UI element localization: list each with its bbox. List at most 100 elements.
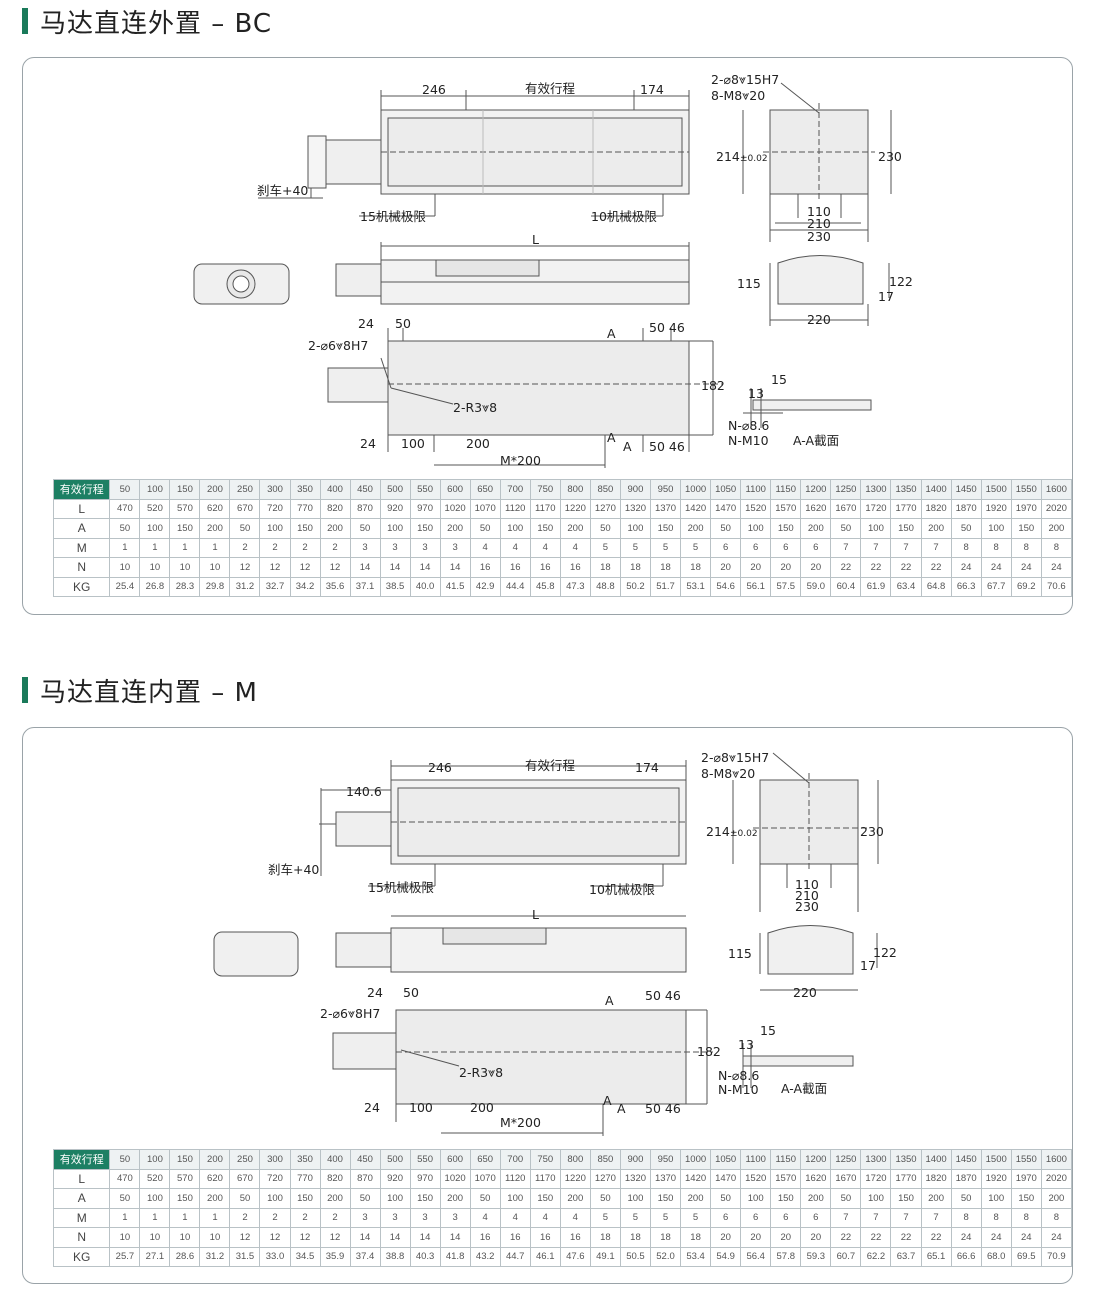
table-cell: 150 (169, 1149, 201, 1170)
dim-tol: ±0.02 (730, 829, 758, 839)
table-cell: 12 (259, 557, 291, 578)
table-cell: 51.7 (649, 576, 682, 597)
table-cell: 200 (199, 1188, 231, 1209)
limit-15: 15机械极限 (368, 880, 434, 895)
table-cell: 3 (349, 1207, 381, 1228)
table-cell: 950 (649, 479, 682, 500)
table-cell: 50 (469, 1188, 501, 1209)
table-cell: 50 (109, 1188, 141, 1209)
table-cell: 1500 (980, 1149, 1012, 1170)
table-cell: 200 (439, 518, 471, 539)
dim-stroke: 有效行程 (525, 758, 576, 773)
dim-5046: 50 46 (645, 988, 681, 1003)
table-cell: 24 (950, 557, 982, 578)
table-cell: 1150 (770, 479, 802, 500)
table-cell: 1870 (950, 1168, 982, 1189)
n-m10: N-M10 (728, 433, 769, 448)
table-cell: 50 (229, 518, 261, 539)
table-cell: 200 (920, 518, 952, 539)
table-cell: 24 (1010, 557, 1042, 578)
table-cell: 470 (109, 1168, 141, 1189)
table-cell: 1770 (890, 1168, 922, 1189)
table-cell: 38.8 (379, 1246, 411, 1267)
dim-182: 182 (701, 378, 725, 393)
table-cell: 200 (680, 1188, 712, 1209)
table-cell: 31.2 (229, 576, 261, 597)
table-cell: 22 (920, 1227, 952, 1248)
table-cell: 24 (980, 1227, 1012, 1248)
dim-174: 174 (635, 760, 659, 775)
table-cell: 750 (529, 479, 561, 500)
table-cell: 1270 (589, 1168, 621, 1189)
row-label: M (52, 1207, 111, 1228)
table-cell: 20 (710, 557, 742, 578)
dim-115: 115 (728, 946, 752, 961)
table-cell: 5 (680, 537, 712, 558)
table-cell: 1120 (499, 498, 531, 519)
table-cell: 1370 (649, 498, 682, 519)
table-cell: 1600 (1040, 1149, 1073, 1170)
table-cell: 850 (589, 1149, 621, 1170)
table-cell: 8 (980, 1207, 1012, 1228)
table-cell: 20 (710, 1227, 742, 1248)
table-cell: 6 (740, 537, 772, 558)
table-cell: 3 (439, 537, 471, 558)
table-cell: 100 (619, 518, 651, 539)
table-cell: 18 (680, 1227, 712, 1248)
table-cell: 1 (199, 537, 231, 558)
table-cell: 1 (109, 537, 141, 558)
table-cell: 1420 (680, 1168, 712, 1189)
table-cell: 1 (199, 1207, 231, 1228)
table-cell: 22 (830, 557, 862, 578)
table-cell: 8 (950, 1207, 982, 1228)
table-cell: 1070 (469, 1168, 501, 1189)
table-cell: 200 (800, 1188, 832, 1209)
table-cell: 1050 (710, 1149, 742, 1170)
dim-15: 15 (771, 372, 787, 387)
table-cell: 1720 (860, 1168, 892, 1189)
table-cell: 150 (169, 479, 201, 500)
table-cell: 550 (409, 1149, 441, 1170)
table-cell: 1020 (439, 498, 471, 519)
table-cell: 28.6 (169, 1246, 201, 1267)
table-cell: 5 (619, 1207, 651, 1228)
table-cell: 100 (980, 518, 1012, 539)
table-cell: 24 (1040, 557, 1073, 578)
table-cell: 1200 (800, 479, 832, 500)
table-cell: 750 (529, 1149, 561, 1170)
table-cell: 22 (920, 557, 952, 578)
table-cell: 150 (529, 518, 561, 539)
dim-24a: 24 (358, 316, 374, 331)
dim-stroke: 有效行程 (525, 81, 576, 96)
section-title-text: 马达直连外置 – BC (40, 8, 273, 39)
table-cell: 1570 (770, 1168, 802, 1189)
table-cell: 700 (499, 479, 531, 500)
dim-174: 174 (640, 82, 664, 97)
table-cell: 67.7 (980, 576, 1012, 597)
table-cell: 1 (169, 1207, 201, 1228)
table-cell: 1400 (920, 479, 952, 500)
table-cell: 200 (1040, 518, 1073, 539)
table-cell: 50 (229, 1188, 261, 1209)
table-cell: 69.5 (1010, 1246, 1042, 1267)
table-cell: 770 (289, 498, 321, 519)
table-cell: 18 (649, 557, 682, 578)
table-cell: 150 (409, 1188, 441, 1209)
limit-15: 15机械极限 (360, 209, 426, 224)
table-cell: 50.5 (619, 1246, 651, 1267)
r3-label: 2-R3⩔8 (459, 1065, 503, 1080)
table-cell: 57.5 (770, 576, 802, 597)
hole-spec-1: 2-⌀8⩔15H7 (711, 72, 779, 87)
table-cell: 620 (199, 498, 231, 519)
table-cell: 14 (349, 1227, 381, 1248)
table-cell: 56.4 (740, 1246, 772, 1267)
table-cell: 1 (139, 1207, 171, 1228)
dim-110: 110 (807, 204, 831, 219)
table-cell: 2 (289, 537, 321, 558)
row-label: 有效行程 (52, 1149, 111, 1170)
table-cell: 18 (589, 557, 621, 578)
table-cell: 37.1 (349, 576, 381, 597)
